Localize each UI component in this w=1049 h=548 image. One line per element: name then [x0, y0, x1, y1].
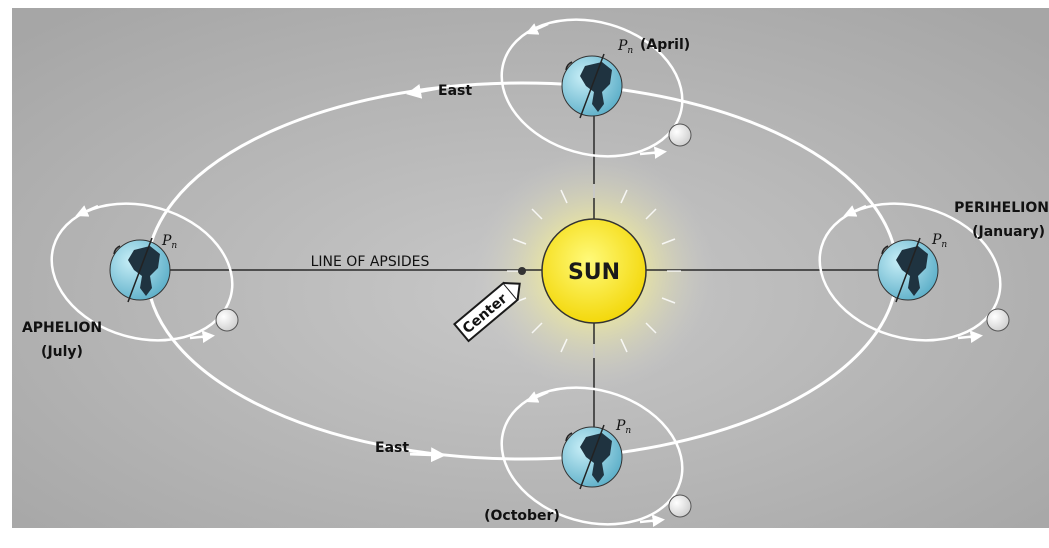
- position-name-perihelion: PERIHELION: [954, 200, 1049, 216]
- moon: [216, 309, 238, 331]
- direction-label-top: East: [438, 83, 472, 99]
- orbit-direction-arrow-bottom: [410, 454, 440, 455]
- month-label-october: (October): [484, 508, 560, 524]
- month-label-april: (April): [640, 37, 690, 53]
- month-label-july: (July): [41, 344, 83, 360]
- direction-label-bottom: East: [375, 440, 409, 456]
- line-of-apsides-label: LINE OF APSIDES: [311, 254, 430, 270]
- moon: [669, 124, 691, 146]
- sun-label: SUN: [568, 260, 620, 285]
- position-name-aphelion: APHELION: [22, 320, 102, 336]
- month-label-january: (January): [972, 224, 1045, 240]
- moon: [987, 309, 1009, 331]
- moon: [669, 495, 691, 517]
- orbit-center-point: [518, 267, 526, 275]
